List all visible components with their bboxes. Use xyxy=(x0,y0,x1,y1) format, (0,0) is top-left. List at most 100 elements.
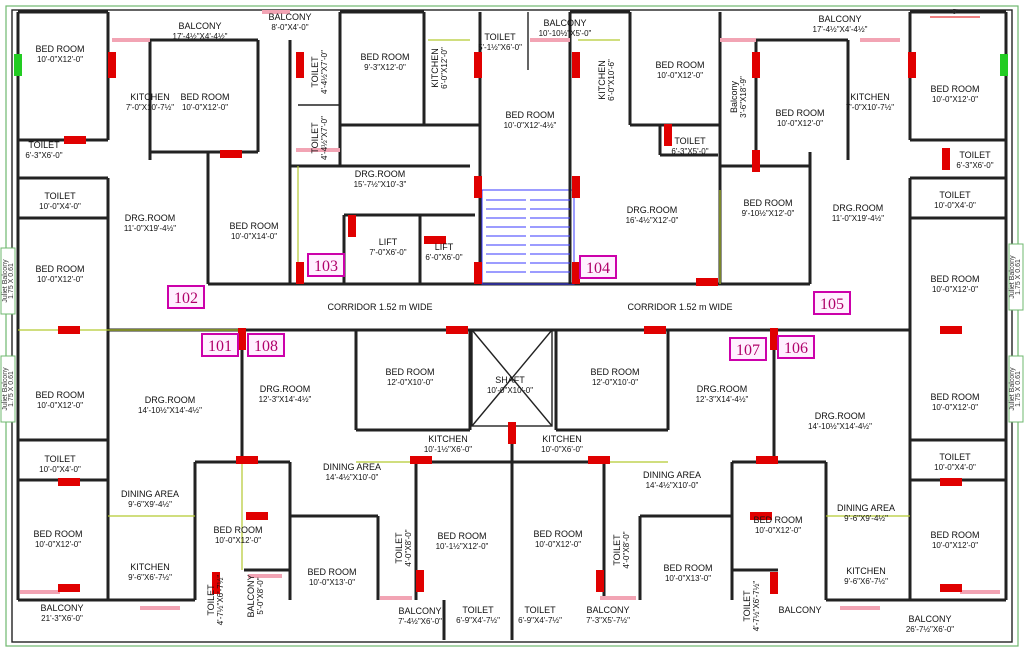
room-34-dimensions: 10'-0"X12'-0" xyxy=(932,285,978,294)
room-44-name: KITCHEN xyxy=(428,434,468,444)
stair-treads xyxy=(486,199,570,273)
room-36-name: SHAFT xyxy=(495,375,525,385)
room-63-name: KITCHEN xyxy=(846,566,886,576)
room-54-name: BED ROOM xyxy=(437,531,486,541)
unit-108: 108 xyxy=(254,338,278,355)
room-44-dimensions: 10'-1½"X6'-0" xyxy=(424,445,472,454)
room-32-name: TOILET xyxy=(939,190,971,200)
room-40-dimensions: 14'-10½"X14'-4½" xyxy=(138,406,202,415)
room-10-dimensions: 5'-1½"X6'-0" xyxy=(478,43,522,52)
room-11-name: BALCONY xyxy=(543,18,586,28)
room-47-dimensions: 14'-4½"X10'-0" xyxy=(326,473,379,482)
room-1-name: BED ROOM xyxy=(35,44,84,54)
corridor-label-east: CORRIDOR 1.52 m WIDE xyxy=(627,302,732,312)
room-30-dimensions: 9'-10½"X12'-0" xyxy=(742,209,795,218)
room-26-name: BED ROOM xyxy=(229,221,278,231)
room-11-dimensions: 10'-10½"X5'-0" xyxy=(539,29,592,38)
room-38-name: DRG.ROOM xyxy=(260,384,311,394)
room-21-name: TOILET xyxy=(28,140,60,150)
room-37-dimensions: 12'-0"X10'-0" xyxy=(592,378,638,387)
room-32-dimensions: 10'-0"X4'-0" xyxy=(934,201,976,210)
room-50-name: DINING AREA xyxy=(121,489,179,499)
room-18-name: BED ROOM xyxy=(775,108,824,118)
room-56-name: BED ROOM xyxy=(753,515,802,525)
room-29-name: DRG.ROOM xyxy=(627,205,678,215)
staircase xyxy=(481,189,575,285)
room-7-name: TOILET xyxy=(310,122,320,154)
room-27-name: LIFT xyxy=(379,237,398,247)
room-17-dimensions: 3'-6"X18'-9" xyxy=(739,76,748,118)
room-13-dimensions: 6'-0"X10'-6" xyxy=(607,59,616,101)
room-16-dimensions: 17'-4½"X4'-4½" xyxy=(813,25,868,34)
room-33-dimensions: 10'-0"X12'-0" xyxy=(37,275,83,284)
room-59-name: TOILET xyxy=(612,534,622,566)
room-35-name: BED ROOM xyxy=(385,367,434,377)
room-17-name: Balcony xyxy=(729,80,739,113)
room-47-name: DINING AREA xyxy=(323,462,381,472)
room-42-dimensions: 10'-0"X12'-0" xyxy=(37,401,83,410)
room-36-dimensions: 10'-0"X10'-0" xyxy=(487,386,533,395)
room-6-dimensions: 4'-4½"X7'-0" xyxy=(320,50,329,94)
room-1-dimensions: 10'-0"X12'-0" xyxy=(37,55,83,64)
room-68-dimensions: 7'-4½"X6'-0" xyxy=(398,617,442,626)
room-62-dimensions: 9'-6"X6'-7½" xyxy=(128,573,172,582)
room-66-name: TOILET xyxy=(742,590,752,622)
room-4-dimensions: 7'-0"X10'-7½" xyxy=(126,103,174,112)
site-boundary xyxy=(5,5,1019,647)
doors xyxy=(58,52,962,594)
room-18-dimensions: 10'-0"X12'-0" xyxy=(777,119,823,128)
room-41-dimensions: 14'-10½"X14'-4½" xyxy=(808,422,872,431)
room-28-name: LIFT xyxy=(435,242,454,252)
room-51-name: DINING AREA xyxy=(837,503,895,513)
room-12-name: BED ROOM xyxy=(505,110,554,120)
room-64-name: TOILET xyxy=(206,584,216,616)
unit-101: 101 xyxy=(208,338,232,355)
room-2-dimensions: 17'-4½"X4'-4½" xyxy=(173,32,228,41)
room-2-name: BALCONY xyxy=(178,21,221,31)
room-24-dimensions: 10'-0"X4'-0" xyxy=(39,202,81,211)
room-24-name: TOILET xyxy=(44,191,76,201)
room-3-dimensions: 8'-0"X4'-0" xyxy=(271,23,308,32)
room-14-dimensions: 10'-0"X12'-0" xyxy=(657,71,703,80)
room-67-dimensions: 21'-3"X6'-0" xyxy=(41,614,83,623)
wall-layout xyxy=(16,10,1008,640)
room-9-dimensions: 6'-0"X12'-0" xyxy=(440,47,449,89)
room-21-dimensions: 6'-3"X6'-0" xyxy=(25,151,62,160)
room-19-name: KITCHEN xyxy=(850,92,890,102)
room-46-name: TOILET xyxy=(44,454,76,464)
juliet-balconies: Juliet Balcony 1.75 X 0.61 Juliet Balcon… xyxy=(0,243,1024,423)
room-61-dimensions: 10'-0"X13'-0" xyxy=(665,574,711,583)
room-23-dimensions: 15'-7½"X10'-3" xyxy=(354,180,407,189)
room-66-dimensions: 4'-7½"X6'-7½" xyxy=(752,581,761,632)
room-37-name: BED ROOM xyxy=(590,367,639,377)
room-61-name: BED ROOM xyxy=(663,563,712,573)
room-39-dimensions: 12'-3"X14'-4½" xyxy=(696,395,749,404)
room-68-name: BALCONY xyxy=(398,606,441,616)
room-labels: BED ROOM10'-0"X12'-0"BALCONY17'-4½"X4'-4… xyxy=(25,12,993,634)
room-62-name: KITCHEN xyxy=(130,562,170,572)
room-26-dimensions: 10'-0"X14'-0" xyxy=(231,232,277,241)
room-59-dimensions: 4'-0"X8'-0" xyxy=(622,531,631,568)
juliet-balcony-4-title: Juliet Balcony xyxy=(1009,367,1016,411)
room-53-name: BED ROOM xyxy=(213,525,262,535)
room-20-name: BED ROOM xyxy=(930,84,979,94)
room-49-dimensions: 10'-0"X4'-0" xyxy=(934,463,976,472)
room-15-dimensions: 6'-3"X5'-0" xyxy=(671,147,708,156)
juliet-balcony-2-size: 1.75 X 0.61 xyxy=(8,371,15,407)
juliet-balcony-1-size: 1.75 X 0.61 xyxy=(8,263,15,299)
room-5-name: BED ROOM xyxy=(180,92,229,102)
unit-tags: 102 101 108 103 104 105 107 106 xyxy=(167,253,851,361)
unit-102: 102 xyxy=(174,290,198,307)
room-53-dimensions: 10'-0"X12'-0" xyxy=(215,536,261,545)
room-25-name: DRG.ROOM xyxy=(125,213,176,223)
room-7-dimensions: 4'-4½"X7'-0" xyxy=(320,116,329,160)
unit-103: 103 xyxy=(314,258,338,275)
room-25-dimensions: 11'-0"X19'-4½" xyxy=(124,224,176,233)
room-46-dimensions: 10'-0"X4'-0" xyxy=(39,465,81,474)
juliet-balcony-4-size: 1.75 X 0.61 xyxy=(1015,371,1022,407)
room-6-name: TOILET xyxy=(310,56,320,88)
room-20-dimensions: 10'-0"X12'-0" xyxy=(932,95,978,104)
room-60-dimensions: 10'-0"X13'-0" xyxy=(309,578,355,587)
unit-106: 106 xyxy=(784,340,808,357)
room-15-name: TOILET xyxy=(674,136,706,146)
